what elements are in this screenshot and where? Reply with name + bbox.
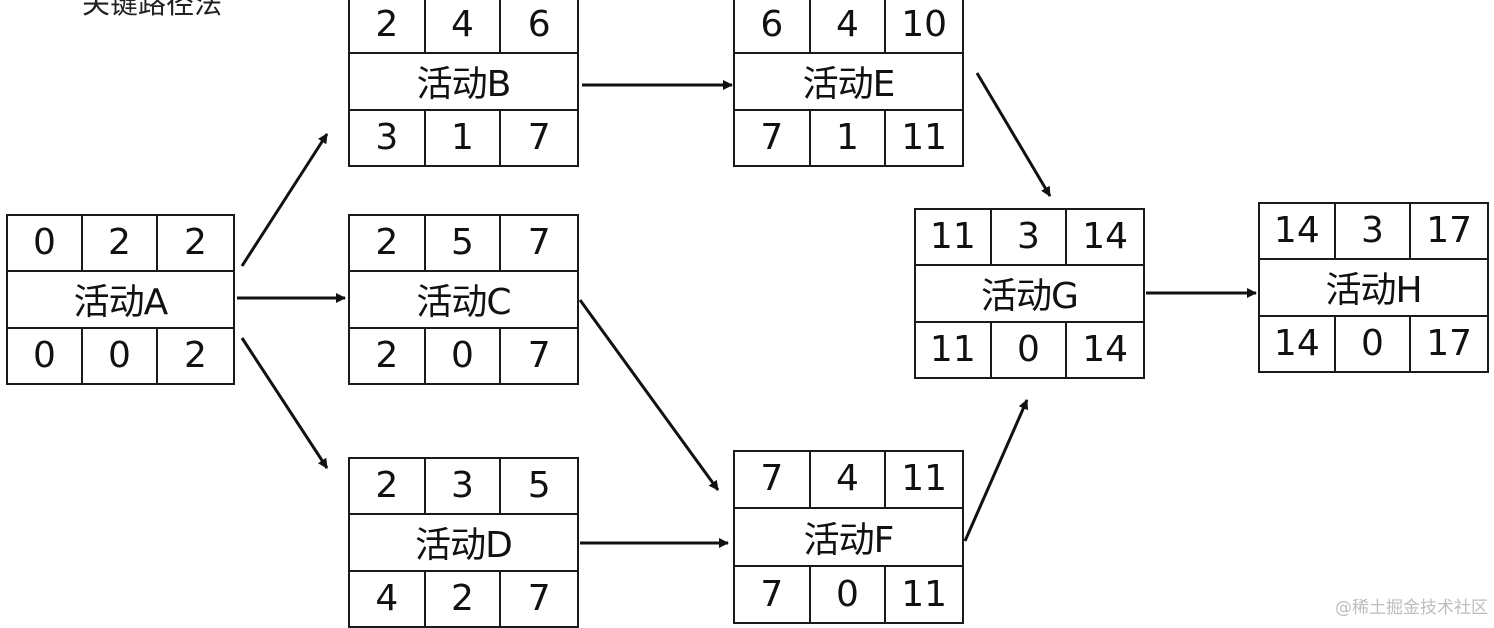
lf-cell: 14: [1067, 321, 1143, 377]
ls-cell: 0: [8, 327, 83, 383]
activity-node-g: 11 3 14 活动G 11 0 14: [914, 208, 1145, 379]
float-cell: 0: [991, 321, 1068, 377]
lf-cell: 7: [501, 570, 577, 626]
lf-cell: 2: [158, 327, 233, 383]
activity-node-b: 2 4 6 活动B 3 1 7: [348, 0, 579, 167]
activity-node-h: 14 3 17 活动H 14 0 17: [1258, 202, 1489, 373]
es-cell: 6: [735, 0, 811, 54]
ls-cell: 14: [1260, 315, 1336, 371]
es-cell: 2: [350, 459, 426, 515]
arrow-a-to-b: [240, 133, 329, 267]
lf-cell: 7: [501, 327, 577, 383]
duration-cell: 3: [991, 210, 1068, 266]
ls-cell: 7: [735, 565, 811, 622]
activity-label: 活动C: [416, 282, 511, 324]
lf-cell: 11: [886, 109, 962, 165]
es-cell: 2: [350, 216, 426, 272]
ef-cell: 7: [501, 216, 577, 272]
lf-cell: 7: [501, 109, 577, 165]
activity-node-c: 2 5 7 活动C 2 0 7: [348, 214, 579, 385]
es-cell: 7: [735, 452, 811, 509]
activity-label: 活动F: [803, 519, 895, 561]
float-cell: 0: [425, 327, 502, 383]
float-cell: 1: [425, 109, 502, 165]
duration-cell: 3: [1335, 204, 1412, 260]
ls-cell: 2: [350, 327, 426, 383]
activity-label: 活动E: [802, 64, 896, 106]
arrow-e-to-g: [975, 72, 1052, 197]
float-cell: 2: [425, 570, 502, 626]
ls-cell: 4: [350, 570, 426, 626]
ef-cell: 14: [1067, 210, 1143, 266]
duration-cell: 4: [810, 0, 887, 54]
es-cell: 11: [916, 210, 992, 266]
activity-label: 活动D: [415, 525, 513, 567]
float-cell: 0: [810, 565, 887, 622]
ef-cell: 5: [501, 459, 577, 515]
lf-cell: 17: [1411, 315, 1487, 371]
activity-label: 活动H: [1325, 270, 1422, 312]
activity-label: 活动A: [73, 282, 169, 324]
es-cell: 0: [8, 216, 83, 272]
arrow-a-to-d: [240, 337, 329, 469]
float-cell: 0: [1335, 315, 1412, 371]
duration-cell: 3: [425, 459, 502, 515]
ef-cell: 11: [886, 452, 962, 509]
ef-cell: 2: [158, 216, 233, 272]
activity-label: 活动G: [981, 276, 1079, 318]
ef-cell: 17: [1411, 204, 1487, 260]
lf-cell: 11: [886, 565, 962, 622]
ef-cell: 10: [886, 0, 962, 54]
activity-node-a: 0 2 2 活动A 0 0 2: [6, 214, 235, 385]
ef-cell: 6: [501, 0, 577, 54]
duration-cell: 2: [83, 216, 158, 272]
activity-node-f: 7 4 11 活动F 7 0 11: [733, 450, 964, 624]
diagram-title-fragment: 关键路径法: [82, 0, 223, 20]
duration-cell: 4: [425, 0, 502, 54]
ls-cell: 11: [916, 321, 992, 377]
duration-cell: 5: [425, 216, 502, 272]
float-cell: 1: [810, 109, 887, 165]
arrow-c-to-f: [578, 299, 720, 491]
duration-cell: 4: [810, 452, 887, 509]
es-cell: 2: [350, 0, 426, 54]
activity-label: 活动B: [416, 64, 512, 106]
ls-cell: 3: [350, 109, 426, 165]
activity-node-e: 6 4 10 活动E 7 1 11: [733, 0, 964, 167]
es-cell: 14: [1260, 204, 1336, 260]
float-cell: 0: [83, 327, 158, 383]
ls-cell: 7: [735, 109, 811, 165]
activity-node-d: 2 3 5 活动D 4 2 7: [348, 457, 579, 628]
arrow-f-to-g: [963, 399, 1029, 542]
watermark: @稀土掘金技术社区: [1335, 598, 1488, 618]
